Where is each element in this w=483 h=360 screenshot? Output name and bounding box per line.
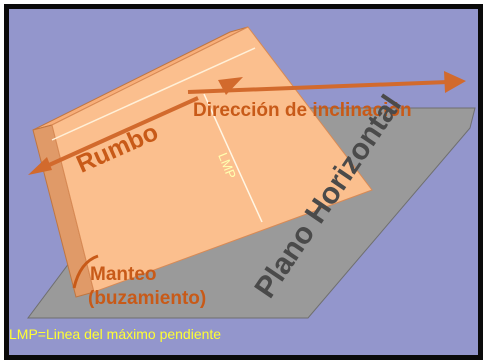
dip-label-line2: (buzamiento) <box>88 288 206 309</box>
dip-direction-arrowhead <box>444 71 466 93</box>
dip-direction-label: Dirección de inclinación <box>193 100 412 121</box>
strike-arrowhead-left <box>28 157 52 175</box>
slab-main-face <box>51 26 373 293</box>
strike-line <box>51 47 256 141</box>
dip-angle-arc <box>72 254 99 289</box>
dip-direction-arrow <box>187 71 466 94</box>
footnote: LMP=Linea del máximo pendiente <box>9 326 222 342</box>
lmp-line <box>203 93 263 223</box>
dip-label-line1: Manteo <box>90 264 157 285</box>
